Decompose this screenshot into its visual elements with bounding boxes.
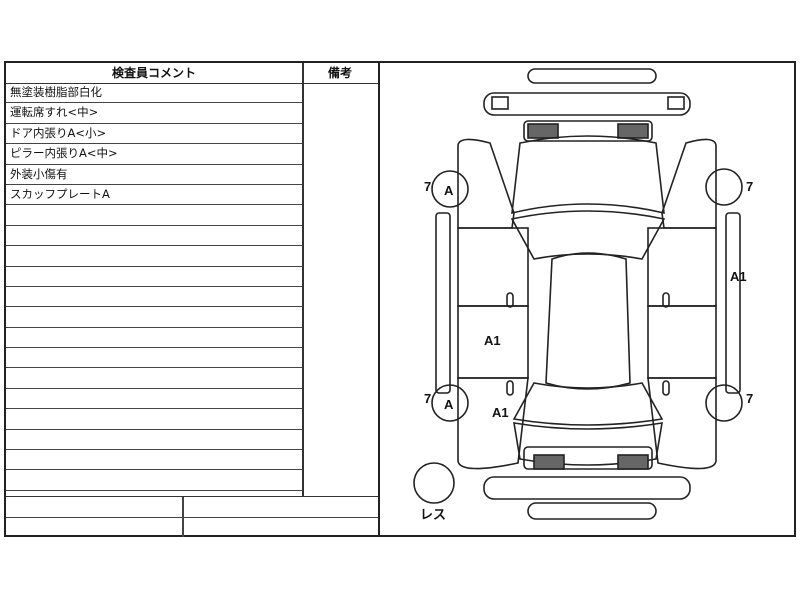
roof [545,252,631,390]
footer-divider [182,497,184,537]
right-front-fender [661,138,717,229]
rear-panel [523,446,653,470]
front-left-wheel [431,170,469,208]
mark-rear-left-code: A [444,397,454,412]
right-rear-quarter [647,377,717,470]
mark-left-rocker: A1 [492,405,509,420]
mark-rear-right-num: 7 [746,391,753,406]
comment-row-empty [6,226,302,247]
comment-row-empty [6,348,302,369]
remarks-header: 備考 [302,63,378,84]
mark-left-door: A1 [484,333,501,348]
front-grille [523,120,653,142]
comment-row-empty [6,389,302,410]
footer-boxes [6,496,378,537]
comment-row: ピラー内張りA<中> [6,144,302,165]
mark-front-left-code: A [444,183,454,198]
comment-row-empty [6,287,302,308]
remarks-column-divider [302,63,304,496]
right-handle-front [662,292,670,308]
comment-row-empty [6,368,302,389]
vehicle-damage-diagram: 7 A 7 7 A 7 A1 A1 A1 レス [380,63,794,535]
comment-row-empty [6,307,302,328]
hood [511,135,665,215]
windshield [510,210,666,260]
left-rocker-panel [435,212,451,394]
rear-bumper-bottom [527,502,657,520]
right-rocker-panel [725,212,741,394]
comment-rows: 無塗装樹脂部白化 運転席すれ<中> ドア内張りA<小> ピラー内張りA<中> 外… [6,83,302,491]
taillight-left [533,454,565,470]
mark-front-left-num: 7 [424,179,431,194]
comment-row-empty [6,409,302,430]
comment-row-empty [6,328,302,349]
comment-row: スカッフプレートA [6,185,302,206]
comment-row-empty [6,470,302,491]
rear-bumper [483,476,691,500]
left-handle-rear [506,380,514,396]
footer-row-line [6,517,378,518]
comment-row-empty [6,267,302,287]
comment-row: ドア内張りA<小> [6,124,302,145]
rear-left-wheel [431,384,469,422]
front-bumper-top [527,68,657,84]
rear-right-wheel [705,384,743,422]
comment-panel: 検査員コメント 備考 無塗装樹脂部白化 運転席すれ<中> ドア内張りA<小> ピ… [6,63,380,537]
rear-glass [512,382,664,426]
taillight-right [617,454,649,470]
front-light-left [491,96,509,110]
left-front-door [457,227,529,307]
right-handle-rear [662,380,670,396]
mark-front-right-num: 7 [746,179,753,194]
mark-rear-left-num: 7 [424,391,431,406]
comment-row: 無塗装樹脂部白化 [6,83,302,104]
comment-row-empty [6,430,302,451]
front-bumper [483,92,691,116]
comment-row-empty [6,205,302,226]
right-rear-door [647,305,717,379]
left-front-fender [457,138,515,229]
right-front-door [647,227,717,307]
inspection-sheet: 検査員コメント 備考 無塗装樹脂部白化 運転席すれ<中> ドア内張りA<小> ピ… [4,61,796,537]
front-right-wheel [705,168,743,206]
mark-right-side: A1 [730,269,747,284]
comment-row: 運転席すれ<中> [6,103,302,124]
mark-spare-none: レス [420,507,446,522]
comment-row: 外装小傷有 [6,165,302,185]
left-rear-quarter [457,377,529,470]
car-outline-svg: 7 A 7 7 A 7 A1 A1 A1 レス [413,68,753,522]
headlight-left [527,123,559,139]
comment-row-empty [6,450,302,471]
left-handle-front [506,292,514,308]
spare-tire [413,462,455,504]
comment-header: 検査員コメント [6,63,303,84]
headlight-right [617,123,649,139]
comment-row-empty [6,246,302,267]
front-light-right [667,96,685,110]
